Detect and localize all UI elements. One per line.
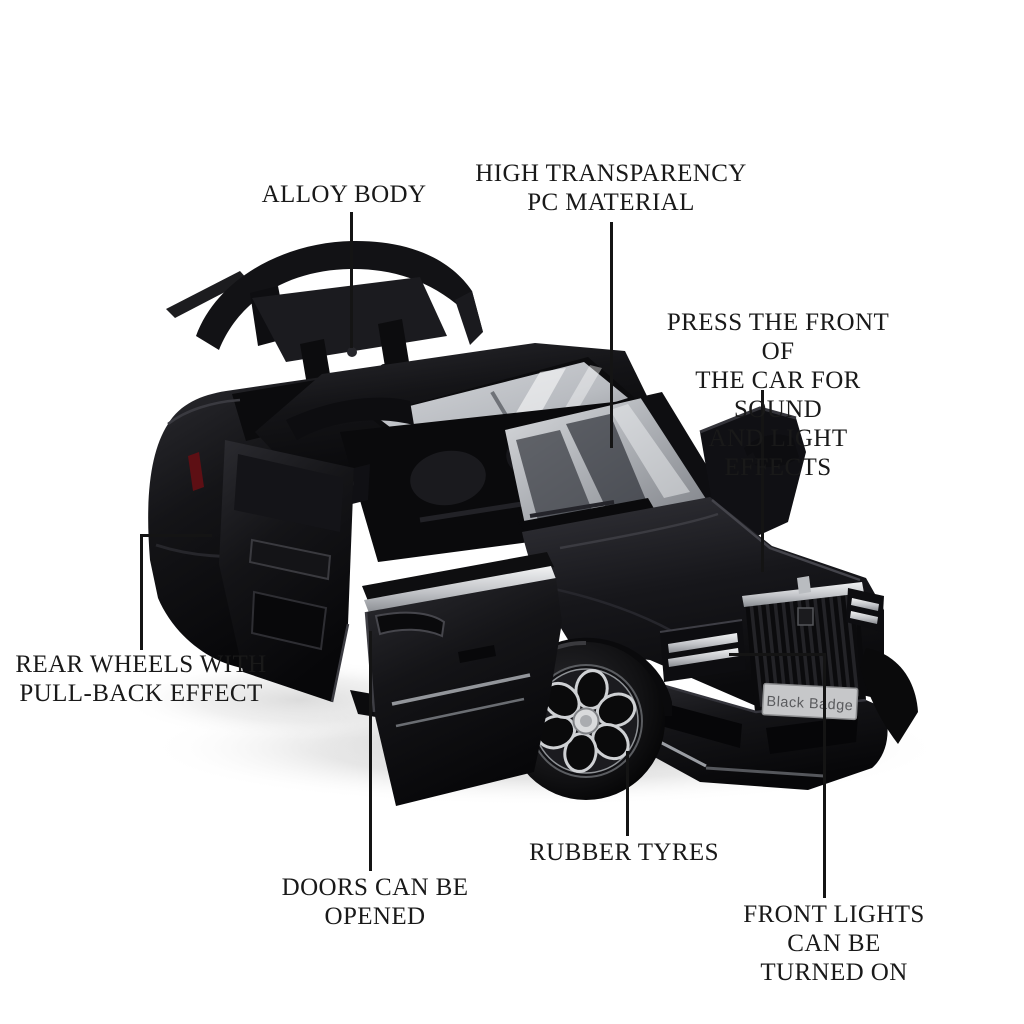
side-mirror <box>744 434 799 467</box>
door-vent-trim <box>374 611 446 638</box>
wiper <box>529 500 615 518</box>
callout-line-doors-open <box>369 631 372 871</box>
callout-line-rubber-tyres <box>626 751 629 836</box>
windshield <box>505 392 724 536</box>
callout-line-rear-wheels-v <box>140 534 143 650</box>
grille-badge <box>797 607 814 626</box>
annotation-sound-light: PRESS THE FRONT OF THE CAR FOR SOUND AND… <box>666 309 890 481</box>
callout-line-front-lights-h <box>729 653 826 656</box>
right-door-open <box>699 406 806 542</box>
front-right-wheel <box>860 648 918 744</box>
a-pillar <box>640 392 724 502</box>
callout-line-front-lights-v <box>823 653 826 898</box>
annotation-rubber-tyres: RUBBER TYRES <box>529 839 719 866</box>
callout-line-sound-light <box>761 390 764 572</box>
front-door-open <box>362 552 562 806</box>
headlight-right <box>846 588 884 632</box>
front-bumper: Black Badge <box>628 674 888 790</box>
grille <box>742 576 866 712</box>
rear-door-open <box>219 397 414 703</box>
hood-ornament <box>797 576 811 594</box>
license-plate: Black Badge <box>761 682 859 721</box>
callout-line-alloy-body <box>350 212 353 348</box>
grille-chrome-trim <box>742 582 864 607</box>
annotation-alloy-body: ALLOY BODY <box>261 181 427 208</box>
callout-line-rear-wheels-h <box>141 534 212 537</box>
door-handle <box>458 645 496 663</box>
annotation-front-lights: FRONT LIGHTS CAN BE TURNED ON <box>743 901 925 986</box>
annotation-pc-material: HIGH TRANSPARENCY PC MATERIAL <box>475 160 747 216</box>
callout-line-pc-material <box>610 222 613 448</box>
tail-light <box>188 452 204 491</box>
annotation-rear-wheels: REAR WHEELS WITH PULL-BACK EFFECT <box>15 651 267 707</box>
headlight-left <box>659 619 746 682</box>
annotation-doors-open: DOORS CAN BE OPENED <box>281 874 469 930</box>
wheel-spokes <box>535 669 637 773</box>
license-plate-text: Black Badge <box>766 694 854 715</box>
door-chrome-trim <box>364 566 556 613</box>
